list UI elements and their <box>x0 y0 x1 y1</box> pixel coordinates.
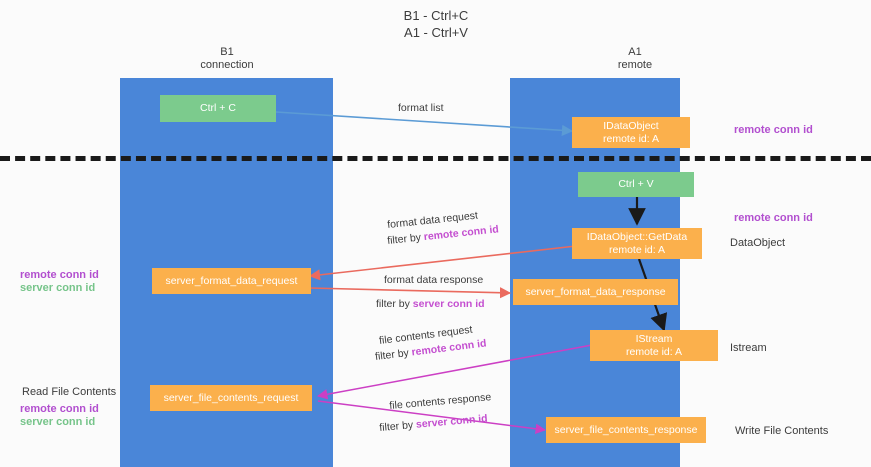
node-ctrl-c-label: Ctrl + C <box>200 102 236 114</box>
edge-label-format-data-response: format data response <box>384 274 484 286</box>
node-istream-label: IStream <box>635 332 673 345</box>
node-istream[interactable]: IStream remote id: A <box>590 330 718 361</box>
node-getdata-sublabel: remote id: A <box>608 243 666 256</box>
filter-prefix-2: filter by <box>376 298 413 310</box>
annotation-remote-conn-id-left-2: remote conn id <box>20 403 99 415</box>
filter-prefix-3: filter by <box>374 346 413 364</box>
annotation-remote-conn-id-mid: remote conn id <box>734 212 813 224</box>
filter-highlight-server-conn-id-1: server conn id <box>412 298 485 310</box>
node-server-file-contents-request-label: server_file_contents_request <box>163 391 299 404</box>
node-server-format-data-request-label: server_format_data_request <box>165 274 298 287</box>
annotation-remote-conn-id-left: remote conn id <box>20 269 99 281</box>
node-istream-sublabel: remote id: A <box>625 345 683 358</box>
swimlane-title-a1: A1 remote <box>560 46 710 72</box>
node-server-file-contents-response-label: server_file_contents_response <box>554 423 698 436</box>
node-server-file-contents-request[interactable]: server_file_contents_request <box>150 385 312 411</box>
node-server-format-data-request[interactable]: server_format_data_request <box>152 268 311 294</box>
filter-prefix-4: filter by <box>378 418 417 435</box>
node-server-format-data-response-label: server_format_data_response <box>525 285 666 298</box>
filter-prefix-1: filter by <box>386 231 425 248</box>
swimlane-title-b1: B1 connection <box>152 46 302 72</box>
node-ctrl-c[interactable]: Ctrl + C <box>160 95 276 122</box>
node-server-file-contents-response[interactable]: server_file_contents_response <box>546 417 706 443</box>
edge-label-file-contents-response: file contents response <box>388 391 492 413</box>
diagram-title-line-1: B1 - Ctrl+C <box>403 8 469 23</box>
swimlane-b1-name: B1 <box>220 46 234 58</box>
node-getdata[interactable]: IDataObject::GetData remote id: A <box>572 228 702 259</box>
annotation-dataobject: DataObject <box>730 237 786 249</box>
node-ctrl-v-label: Ctrl + V <box>618 178 654 190</box>
swimlane-a1-sub: remote <box>617 59 653 71</box>
diagram-title: B1 - Ctrl+C A1 - Ctrl+V <box>336 7 536 41</box>
node-idataobject[interactable]: IDataObject remote id: A <box>572 117 690 148</box>
node-ctrl-v[interactable]: Ctrl + V <box>578 172 694 197</box>
edge-label-format-data-response-filter: filter by server conn id <box>376 297 485 311</box>
annotation-server-conn-id-left: server conn id <box>20 282 96 294</box>
edge-format-data-response <box>309 287 512 299</box>
node-idataobject-label: IDataObject <box>603 119 659 132</box>
edge-label-file-contents-response-filter: filter by server conn id <box>379 412 488 435</box>
swimlane-b1-sub: connection <box>200 59 254 71</box>
phase-divider <box>0 156 871 161</box>
diagram-title-line-2: A1 - Ctrl+V <box>404 25 468 40</box>
annotation-read-file-contents: Read File Contents <box>22 386 117 398</box>
annotation-remote-conn-id-top: remote conn id <box>734 124 813 136</box>
node-server-format-data-response[interactable]: server_format_data_response <box>513 279 678 305</box>
edge-label-format-list: format list <box>398 102 444 114</box>
swimlane-a1-name: A1 <box>628 46 642 58</box>
filter-highlight-server-conn-id-2: server conn id <box>415 412 489 431</box>
annotation-write-file-contents: Write File Contents <box>735 425 829 437</box>
node-idataobject-sublabel: remote id: A <box>602 132 660 145</box>
annotation-server-conn-id-left-2: server conn id <box>20 416 96 428</box>
node-getdata-label: IDataObject::GetData <box>586 230 688 243</box>
annotation-istream: Istream <box>730 342 767 354</box>
